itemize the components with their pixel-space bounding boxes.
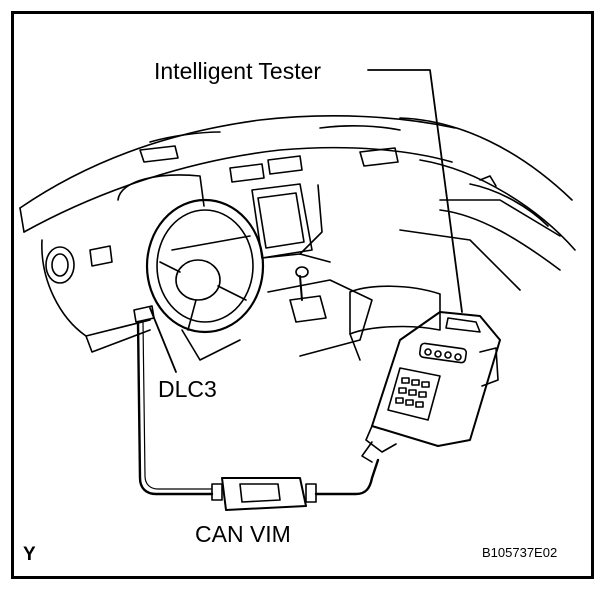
can-vim-box	[211, 477, 317, 511]
cables	[136, 320, 380, 496]
center-console	[229, 155, 331, 263]
passenger-door	[399, 117, 576, 291]
dashboard	[19, 115, 456, 353]
intelligent-tester-device	[361, 311, 501, 463]
steering-wheel	[145, 198, 265, 361]
intelligent-tester-label: Intelligent Tester	[154, 58, 322, 84]
corner-mark: Y	[23, 544, 36, 565]
dlc3-connector	[133, 305, 155, 323]
floor-console	[267, 266, 441, 361]
keypad	[395, 377, 430, 408]
dlc3-label: DLC3	[158, 376, 217, 402]
figure-code: B105737E02	[482, 545, 558, 560]
can-vim-label: CAN VIM	[195, 521, 291, 547]
gauge-cluster	[45, 174, 205, 284]
